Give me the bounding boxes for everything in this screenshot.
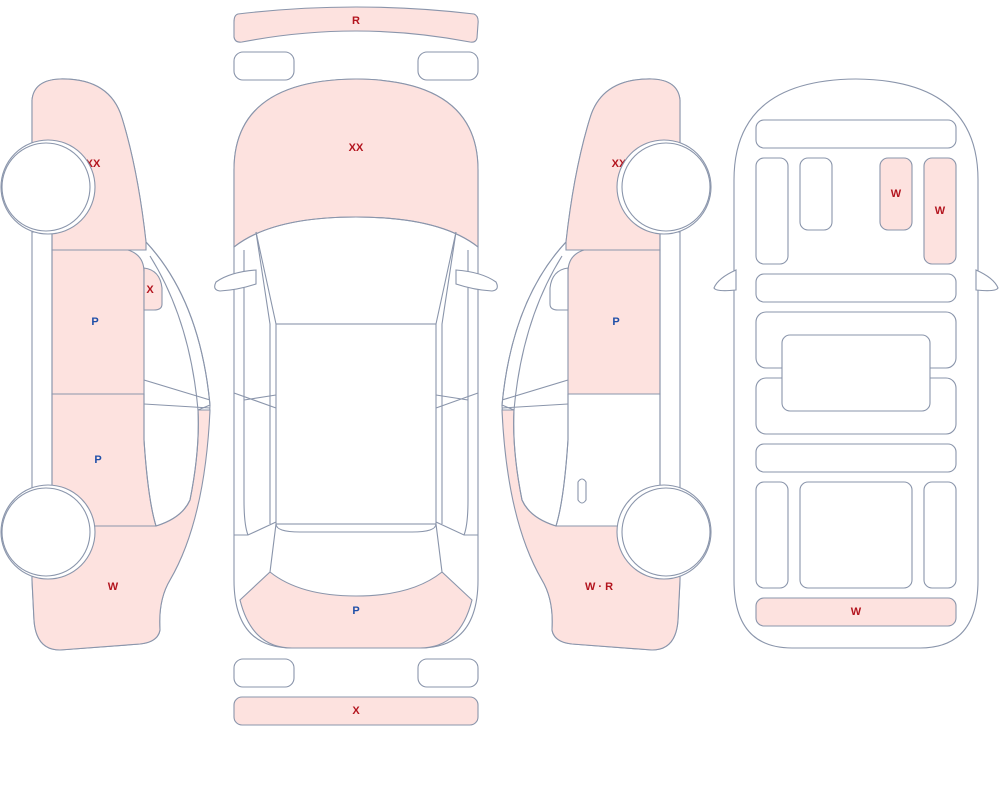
right-front-door-panel[interactable]	[567, 249, 661, 395]
under-cell-3[interactable]	[755, 481, 789, 589]
underbody-right-tab	[975, 269, 999, 292]
right-front-wheel[interactable]	[621, 142, 711, 232]
under-panel-b[interactable]	[923, 157, 957, 265]
left-small-panel[interactable]	[143, 267, 163, 311]
left-body-line	[243, 250, 249, 536]
front-bumper-label: X	[352, 705, 360, 717]
left-rear-window	[143, 394, 199, 527]
underbody-left-tab	[713, 269, 737, 292]
rear-bumper-panel[interactable]	[233, 6, 479, 43]
front-bumper-strip-panel[interactable]	[239, 571, 473, 649]
roof-rear-edge	[275, 523, 437, 533]
under-bottom-bar[interactable]	[755, 597, 957, 627]
under-bar-2[interactable]	[755, 273, 957, 303]
under-cell-4[interactable]	[923, 481, 957, 589]
rear-right-lamp[interactable]	[417, 51, 479, 81]
front-bumper-strip-label: P	[352, 605, 359, 617]
under-panel-a-label: W	[891, 188, 902, 200]
front-left-lamp[interactable]	[233, 658, 295, 688]
left-window-line	[143, 379, 211, 409]
under-panel-b-label: W	[935, 205, 946, 217]
under-center-lower[interactable]	[799, 481, 913, 589]
front-right-lamp[interactable]	[417, 658, 479, 688]
right-front-door-label: P	[612, 316, 619, 328]
right-a-pillar	[501, 241, 567, 411]
rear-pillar-left	[269, 523, 277, 573]
left-rear-wheel[interactable]	[1, 487, 91, 577]
under-cell-1[interactable]	[755, 157, 789, 265]
left-front-door-panel[interactable]	[51, 249, 145, 395]
top-view: R XX P X	[214, 6, 498, 726]
right-body-line	[463, 250, 469, 536]
roof-panel[interactable]	[275, 323, 437, 525]
rear-left-lamp[interactable]	[233, 51, 295, 81]
underbody-view: W W W	[713, 78, 999, 649]
under-cell-2[interactable]	[799, 157, 833, 231]
left-small-panel-label: X	[146, 284, 154, 296]
right-window-line	[501, 379, 569, 409]
left-a-pillar	[145, 241, 211, 411]
right-door-cuts	[435, 392, 479, 536]
front-bumper-panel[interactable]	[233, 696, 479, 726]
right-a-pillar	[441, 231, 457, 524]
right-side-view: XX P W · R	[501, 78, 712, 651]
right-rear-wheel[interactable]	[621, 487, 711, 577]
left-door-cuts	[233, 392, 277, 536]
right-mirror-panel[interactable]	[549, 267, 569, 311]
right-door-handle[interactable]	[577, 478, 587, 504]
rear-bumper-label: R	[352, 15, 360, 27]
left-side-view: XX P X P W	[0, 78, 211, 651]
under-top-bar[interactable]	[755, 119, 957, 149]
left-a-pillar	[255, 231, 271, 524]
under-bottom-bar-label: W	[851, 606, 862, 618]
left-mirror[interactable]	[214, 269, 257, 292]
left-front-wheel[interactable]	[1, 142, 91, 232]
right-mirror[interactable]	[455, 269, 498, 292]
under-panel-a[interactable]	[879, 157, 913, 231]
right-rear-window	[513, 394, 569, 527]
under-center-box[interactable]	[781, 334, 931, 412]
right-quarter-label: W · R	[585, 581, 613, 593]
side-seams	[243, 394, 469, 401]
windshield-top-edge	[233, 216, 479, 248]
left-quarter-label: W	[108, 581, 119, 593]
rear-pillar-right	[435, 523, 443, 573]
under-bar-3[interactable]	[755, 443, 957, 473]
left-front-door-label: P	[91, 316, 98, 328]
left-rear-door-label: P	[94, 454, 101, 466]
hood-label: XX	[349, 142, 364, 154]
